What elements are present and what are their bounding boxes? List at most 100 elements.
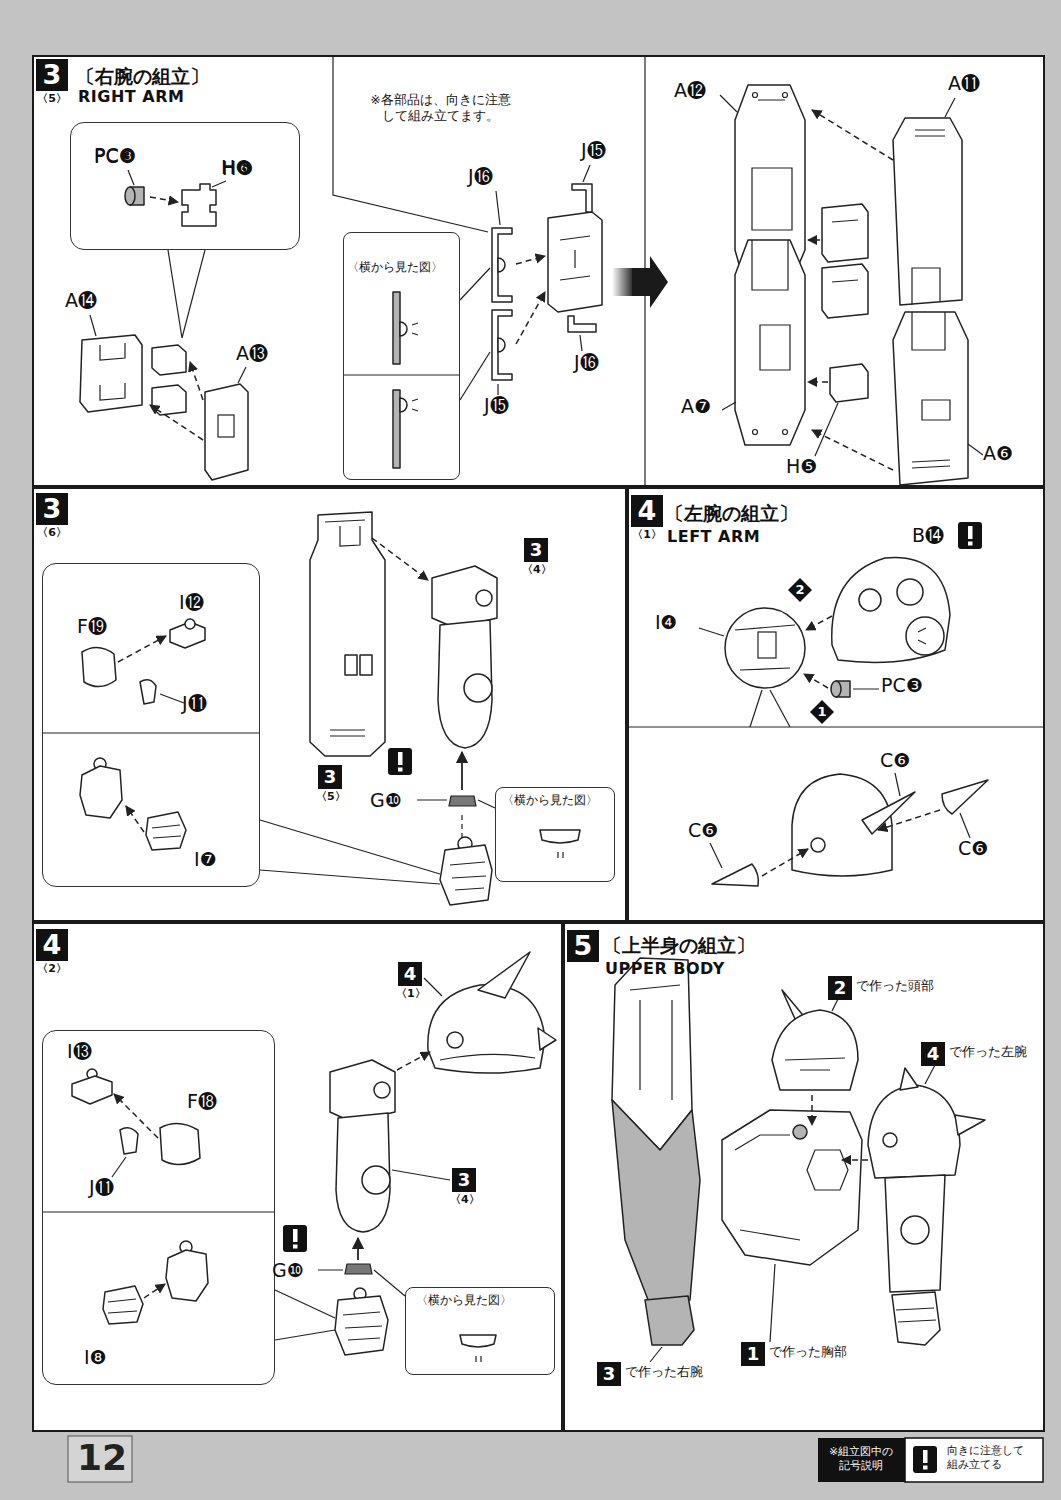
right-arm-assembly bbox=[450, 862, 486, 890]
upper-body-assembly bbox=[612, 958, 985, 1362]
left-arm-assembly bbox=[357, 1238, 359, 1260]
step-title: 〔右腕の組立〕 bbox=[76, 66, 209, 87]
caution-icon bbox=[923, 1466, 928, 1470]
caution-icon bbox=[968, 526, 973, 539]
part-label: J⓫ bbox=[89, 1177, 114, 1198]
ref-step-number: 2 bbox=[828, 976, 852, 1000]
left-arm-assembly bbox=[336, 1113, 390, 1232]
right-arm-assembly bbox=[558, 852, 563, 858]
step-number: 3 bbox=[36, 493, 68, 525]
caution-icon bbox=[293, 1245, 298, 1249]
ref-step-number: 3 bbox=[452, 1168, 476, 1192]
page-ground bbox=[32, 55, 1045, 1432]
right-arm-assembly bbox=[310, 512, 385, 756]
right-arm-assembly bbox=[160, 694, 184, 703]
right-arm-assembly bbox=[461, 812, 462, 838]
right-arm-parts bbox=[218, 415, 234, 437]
upper-body-assembly bbox=[832, 999, 838, 1011]
page-ground bbox=[905, 1438, 1043, 1482]
upper-body-assembly bbox=[883, 1133, 897, 1147]
left-arm-assembly bbox=[478, 952, 530, 998]
right-arm-parts bbox=[812, 110, 893, 160]
part-label: C❻ bbox=[688, 820, 718, 841]
part-label: J⓰ bbox=[574, 352, 599, 373]
left-arm-assembly bbox=[72, 952, 556, 1362]
left-arm-parts bbox=[804, 674, 828, 688]
upper-body-assembly bbox=[901, 1216, 929, 1244]
left-arm-parts bbox=[758, 632, 776, 658]
upper-body-assembly bbox=[772, 1010, 858, 1090]
right-arm-parts bbox=[152, 345, 186, 375]
right-arm-parts bbox=[492, 228, 512, 302]
left-arm-parts bbox=[878, 810, 940, 830]
left-arm-assembly bbox=[440, 1054, 535, 1060]
right-arm-parts bbox=[893, 312, 968, 485]
ref-step-number: 1 bbox=[741, 1342, 765, 1366]
panel-separators bbox=[43, 732, 259, 733]
ref-step-sub: 〈4〉 bbox=[522, 564, 550, 576]
right-arm-parts bbox=[568, 316, 596, 332]
right-arm-assembly bbox=[82, 647, 116, 686]
ref-step-number: 3 bbox=[524, 538, 548, 562]
right-arm-assembly bbox=[449, 796, 476, 806]
caution-icon bbox=[398, 752, 403, 765]
upper-body-assembly bbox=[645, 1296, 694, 1345]
assembly-ref-text: で作った左腕 bbox=[949, 1045, 1027, 1059]
right-arm-parts bbox=[808, 239, 820, 241]
assembly-ref-text: で作った胸部 bbox=[769, 1345, 847, 1359]
part-label: G❿ bbox=[272, 1260, 304, 1281]
right-arm-parts bbox=[90, 315, 246, 383]
part-label: C❻ bbox=[958, 838, 988, 859]
left-arm-assembly bbox=[108, 1299, 137, 1313]
right-arm-parts bbox=[832, 220, 858, 282]
right-arm-parts bbox=[498, 258, 505, 272]
left-arm-assembly bbox=[428, 985, 545, 1073]
right-arm-assembly bbox=[146, 812, 186, 850]
caution-icon bbox=[283, 1225, 307, 1252]
right-arm-parts bbox=[830, 364, 868, 402]
right-arm-assembly bbox=[185, 619, 195, 629]
part-label: I⓭ bbox=[67, 1041, 92, 1062]
part-label: A⓭ bbox=[236, 343, 268, 364]
left-arm-parts bbox=[735, 625, 795, 670]
left-arm-assembly bbox=[476, 1356, 481, 1362]
right-arm-assembly bbox=[140, 680, 156, 704]
upper-body-assembly bbox=[842, 1159, 868, 1161]
left-arm-assembly bbox=[343, 1312, 382, 1340]
right-arm-assembly bbox=[152, 825, 181, 838]
panel-separators bbox=[43, 55, 1043, 1212]
part-label: A⓬ bbox=[674, 80, 706, 101]
left-arm-parts bbox=[810, 700, 834, 724]
ref-step-sub: 〈5〉 bbox=[316, 791, 344, 803]
upper-body-assembly bbox=[955, 1115, 985, 1135]
left-arm-parts bbox=[710, 773, 970, 868]
legend-heading: ※組立図中の 記号説明 bbox=[825, 1445, 897, 1474]
upper-body-assembly bbox=[925, 1065, 935, 1084]
assembly-note: ※各部品は、向きに注意 して組み立てます。 bbox=[368, 92, 513, 125]
right-arm-assembly bbox=[438, 620, 492, 748]
right-arm-parts bbox=[548, 212, 602, 312]
part-label: I❹ bbox=[655, 612, 678, 633]
part-label: I❽ bbox=[84, 1347, 107, 1368]
right-arm-assembly bbox=[372, 538, 428, 580]
caution-icon bbox=[958, 522, 982, 549]
side-view-title: 〈横から見た図〉 bbox=[347, 261, 443, 274]
right-arm-parts bbox=[572, 184, 592, 212]
left-arm-parts bbox=[859, 589, 881, 611]
upper-body-assembly bbox=[785, 1058, 845, 1070]
right-arm-parts bbox=[150, 197, 178, 202]
left-arm-parts bbox=[725, 608, 805, 688]
left-arm-parts bbox=[906, 617, 944, 655]
caution-icon bbox=[283, 522, 982, 1473]
right-arm-assembly bbox=[417, 800, 495, 808]
left-arm-parts bbox=[832, 557, 950, 662]
right-arm-parts bbox=[912, 312, 950, 468]
right-arm-parts bbox=[735, 240, 805, 445]
step-arrow bbox=[632, 256, 668, 308]
left-arm-assembly bbox=[460, 1335, 496, 1347]
part-label: I❼ bbox=[194, 849, 217, 870]
upper-body-assembly bbox=[885, 1175, 945, 1292]
left-arm-assembly bbox=[424, 978, 442, 996]
part-label: A❼ bbox=[681, 396, 711, 417]
